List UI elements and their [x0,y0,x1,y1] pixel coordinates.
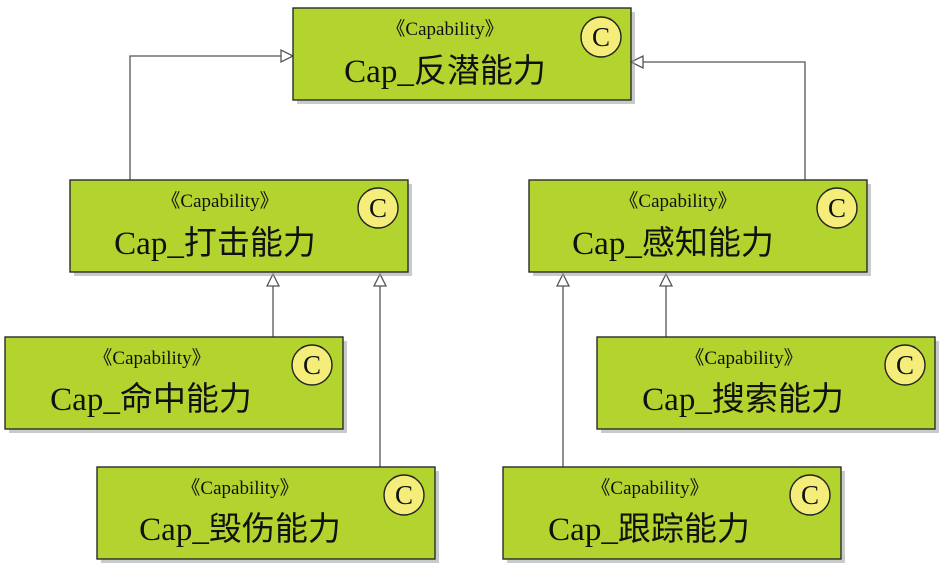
class-c-icon: C [789,474,831,516]
badge-letter: C [395,480,413,510]
node-cap-search[interactable]: 《Capability》 Cap_搜索能力 C [596,336,939,433]
edge-arrowhead [265,272,281,287]
node-name: Cap_感知能力 [572,225,774,262]
node-box [528,179,868,273]
node-name: Cap_打击能力 [114,225,316,262]
node-stereotype: 《Capability》 [93,347,210,369]
edge-damage-to-strike [372,272,388,467]
node-cap-hit[interactable]: 《Capability》 Cap_命中能力 C [4,336,347,433]
edge-track-to-sense [555,272,571,467]
class-c-icon: C [383,474,425,516]
node-stereotype: 《Capability》 [386,18,503,40]
node-name: Cap_命中能力 [50,381,252,418]
class-c-icon: C [816,187,858,229]
node-box [4,336,344,430]
edge-arrowhead [555,272,571,287]
node-name: Cap_跟踪能力 [548,511,750,548]
edge-arrowhead [658,272,674,287]
badge-letter: C [896,350,914,380]
edge-hit-to-strike [265,272,281,337]
node-cap-anti-submarine[interactable]: 《Capability》 Cap_反潜能力 C [292,7,635,104]
edges [129,48,806,467]
class-c-icon: C [580,16,622,58]
node-name: Cap_搜索能力 [642,381,844,418]
node-stereotype: 《Capability》 [685,347,802,369]
edge-arrowhead [372,272,388,287]
node-stereotype: 《Capability》 [591,477,708,499]
class-c-icon: C [357,187,399,229]
node-cap-track[interactable]: 《Capability》 Cap_跟踪能力 C [502,466,845,563]
node-stereotype: 《Capability》 [161,190,278,212]
edge-strike-to-root [129,48,295,180]
edge-arrowhead [629,54,644,70]
class-c-icon: C [884,344,926,386]
edge-line [642,61,806,180]
node-box [292,7,632,101]
node-cap-strike[interactable]: 《Capability》 Cap_打击能力 C [69,179,412,276]
node-name: Cap_反潜能力 [344,53,546,90]
edge-sense-to-root [629,54,806,180]
edge-line [129,55,283,180]
edge-search-to-sense [658,272,674,337]
node-box [502,466,842,560]
node-box [96,466,436,560]
node-name: Cap_毁伤能力 [139,511,341,548]
badge-letter: C [369,193,387,223]
edge-arrowhead [280,48,295,64]
badge-letter: C [303,350,321,380]
class-c-icon: C [291,344,333,386]
node-stereotype: 《Capability》 [619,190,736,212]
node-cap-damage[interactable]: 《Capability》 Cap_毁伤能力 C [96,466,439,563]
node-box [69,179,409,273]
node-box [596,336,936,430]
badge-letter: C [592,22,610,52]
badge-letter: C [828,193,846,223]
node-cap-sense[interactable]: 《Capability》 Cap_感知能力 C [528,179,871,276]
badge-letter: C [801,480,819,510]
node-stereotype: 《Capability》 [181,477,298,499]
